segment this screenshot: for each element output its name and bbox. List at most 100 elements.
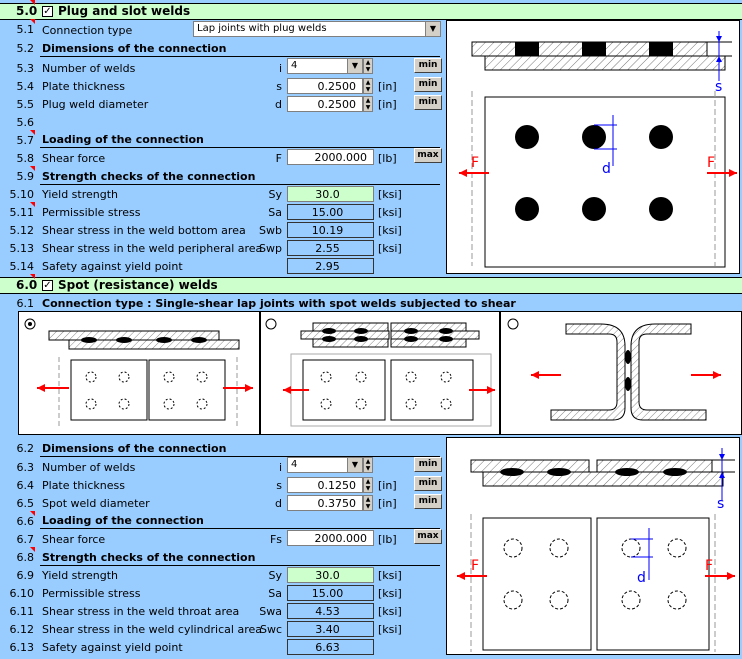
spot-weld-diameter-spinner[interactable]: ▲▼ <box>363 495 373 511</box>
row-number: 6.8 <box>16 551 35 564</box>
permissible-stress-label: Permissible stress <box>42 587 141 600</box>
number-of-welds-value: 4 <box>291 459 298 470</box>
yield-strength-input[interactable]: 30.0 <box>287 186 374 202</box>
comment-marker <box>30 130 35 135</box>
yield-strength-label: Yield strength <box>42 188 119 201</box>
divider <box>40 565 440 566</box>
min-button[interactable]: min <box>414 476 442 491</box>
row-number: 6.11 <box>9 605 35 618</box>
connection-type-heading: Connection type : Single-shear lap joint… <box>42 297 516 310</box>
shear-force-input[interactable]: 2000.000 <box>287 530 374 546</box>
row-number: 5.4 <box>16 80 35 93</box>
symbol: i <box>278 461 282 474</box>
row-number: 5.13 <box>9 242 35 255</box>
unit: [ksi] <box>378 188 402 201</box>
spot-weld-diagram: s d F F <box>457 448 735 652</box>
unit: [ksi] <box>378 224 402 237</box>
plate-thickness-label: Plate thickness <box>42 80 125 93</box>
symbol: Sa <box>268 206 282 219</box>
section-6-number: 6.0 <box>16 278 38 292</box>
option-single-shear[interactable] <box>18 311 260 435</box>
chevron-down-icon[interactable]: ▼ <box>425 22 440 36</box>
plug-weld-figure: s d F F <box>446 20 740 274</box>
chevron-down-icon[interactable]: ▼ <box>347 59 362 73</box>
row-number: 5.6 <box>16 116 35 129</box>
plug-weld-diameter-input[interactable]: 0.2500 <box>287 96 363 112</box>
force-label-left: F <box>471 155 479 171</box>
subheading-strength: Strength checks of the connection <box>42 170 256 183</box>
shear-stress-bottom-label: Shear stress in the weld bottom area <box>42 224 246 237</box>
plate-thickness-input[interactable]: 0.2500 <box>287 78 363 94</box>
row-number: 6.9 <box>16 569 35 582</box>
chevron-down-icon[interactable]: ▼ <box>347 458 362 472</box>
s-dimension-label: s <box>715 79 722 95</box>
divider <box>40 184 440 185</box>
unit: [in] <box>378 497 397 510</box>
safety-label: Safety against yield point <box>42 260 183 273</box>
d-dimension-label: d <box>602 161 611 177</box>
s-dimension-label: s <box>717 496 724 512</box>
row-number: 5.2 <box>16 42 35 55</box>
row-number: 6.3 <box>16 461 35 474</box>
section-5-header <box>0 3 742 20</box>
subheading-loading: Loading of the connection <box>42 514 204 527</box>
symbol: Sa <box>268 587 282 600</box>
comment-marker <box>30 547 35 552</box>
section-5-checkbox[interactable]: ✓ <box>42 6 53 17</box>
yield-strength-input[interactable]: 30.0 <box>287 567 374 583</box>
section-5-title: Plug and slot welds <box>58 4 191 18</box>
connection-type-select[interactable]: Lap joints with plug welds ▼ <box>193 21 441 37</box>
unit: [ksi] <box>378 623 402 636</box>
symbol: s <box>276 80 282 93</box>
subheading-dimensions: Dimensions of the connection <box>42 442 227 455</box>
symbol: d <box>275 98 282 111</box>
option-double-shear[interactable] <box>260 311 500 435</box>
number-of-welds-select[interactable]: 4 ▼ <box>287 457 363 473</box>
shear-stress-cylindrical-value: 3.40 <box>287 621 374 637</box>
shear-stress-peripheral-label: Shear stress in the weld peripheral area <box>42 242 263 255</box>
radio-unselected[interactable] <box>507 318 519 330</box>
symbol: Sy <box>268 188 283 201</box>
row-number: 5.9 <box>16 170 35 183</box>
unit: [ksi] <box>378 569 402 582</box>
shear-force-input[interactable]: 2000.000 <box>287 149 374 165</box>
plug-weld-diameter-spinner[interactable]: ▲▼ <box>363 96 373 112</box>
number-of-welds-spinner[interactable]: ▲▼ <box>363 58 373 74</box>
plate-thickness-spinner[interactable]: ▲▼ <box>363 78 373 94</box>
min-button[interactable]: min <box>414 58 442 73</box>
flange-joint-diagram <box>507 318 721 421</box>
force-label-left: F <box>471 558 479 574</box>
number-of-welds-label: Number of welds <box>42 461 136 474</box>
radio-unselected[interactable] <box>265 318 277 330</box>
symbol: Swa <box>259 605 282 618</box>
symbol: s <box>276 479 282 492</box>
number-of-welds-spinner[interactable]: ▲▼ <box>363 457 373 473</box>
comment-marker <box>30 0 35 5</box>
row-number: 6.2 <box>16 442 35 455</box>
divider <box>40 56 440 57</box>
max-button[interactable]: max <box>414 529 442 544</box>
symbol: Fs <box>269 533 282 546</box>
row-number: 5.1 <box>16 23 35 36</box>
min-button[interactable]: min <box>414 77 442 92</box>
comment-marker <box>30 511 35 516</box>
section-6-header <box>0 277 742 294</box>
number-of-welds-select[interactable]: 4 ▼ <box>287 58 363 74</box>
symbol: Swb <box>259 224 282 237</box>
min-button[interactable]: min <box>414 457 442 472</box>
option-flange-joint[interactable] <box>500 311 742 435</box>
min-button[interactable]: min <box>414 95 442 110</box>
plate-thickness-spinner[interactable]: ▲▼ <box>363 477 373 493</box>
section-6-checkbox[interactable]: ✓ <box>42 280 53 291</box>
spot-weld-diameter-input[interactable]: 0.3750 <box>287 495 363 511</box>
plate-thickness-label: Plate thickness <box>42 479 125 492</box>
min-button[interactable]: min <box>414 494 442 509</box>
unit: [ksi] <box>378 206 402 219</box>
unit: [in] <box>378 98 397 111</box>
max-button[interactable]: max <box>414 148 442 163</box>
plate-thickness-input[interactable]: 0.1250 <box>287 477 363 493</box>
shear-stress-cylindrical-label: Shear stress in the weld cylindrical are… <box>42 623 262 636</box>
unit: [in] <box>378 80 397 93</box>
row-number: 5.14 <box>9 260 35 273</box>
double-shear-diagram <box>265 318 495 427</box>
